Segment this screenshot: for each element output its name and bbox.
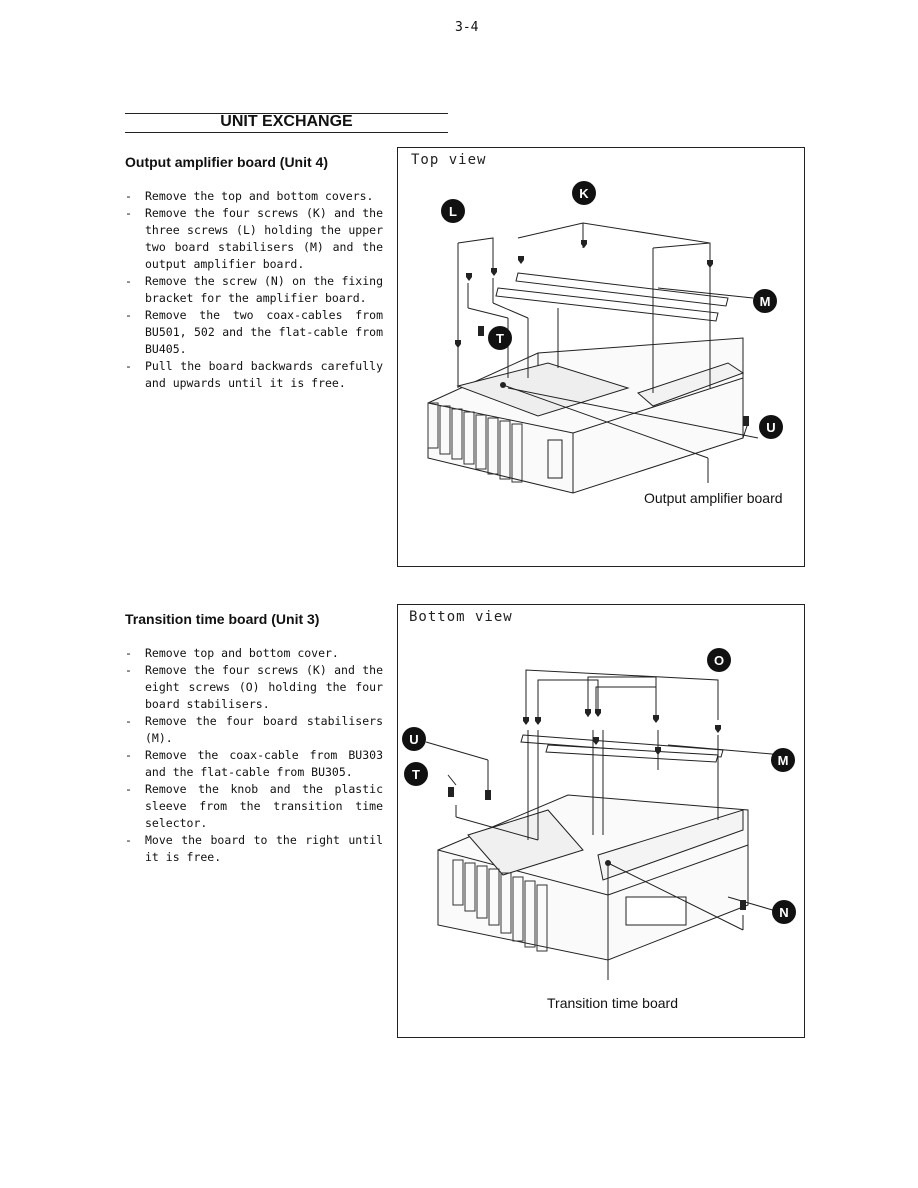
step-text: Remove the two coax-cables from BU501, 5… (145, 308, 383, 356)
top-view-illustration: K L M T U (427, 181, 783, 494)
step-text: Remove the coax-cable from BU303 and the… (145, 748, 383, 779)
step-item: -Remove the four screws (K) and the thre… (125, 205, 383, 273)
transition-board-heading: Transition time board (Unit 3) (125, 611, 320, 627)
step-text: Remove the four screws (K) and the eight… (145, 663, 383, 711)
svg-text:L: L (449, 204, 457, 219)
svg-text:M: M (760, 294, 771, 309)
step-text: Remove the four screws (K) and the three… (145, 206, 383, 271)
step-item: -Remove the four board stabilisers (M). (125, 713, 383, 747)
step-item: -Pull the board backwards carefully and … (125, 358, 383, 392)
badge-m: M (753, 289, 777, 313)
svg-text:U: U (766, 420, 775, 435)
step-item: -Remove the four screws (K) and the eigh… (125, 662, 383, 713)
bullet-dash: - (125, 274, 132, 288)
bullet-dash: - (125, 189, 132, 203)
svg-text:M: M (778, 753, 789, 768)
bottom-view-label: Bottom view (409, 609, 513, 625)
step-text: Move the board to the right until it is … (145, 833, 383, 864)
badge-k: K (572, 181, 596, 205)
bullet-dash: - (125, 714, 132, 728)
badge-o: O (707, 648, 731, 672)
step-item: -Remove the coax-cable from BU303 and th… (125, 747, 383, 781)
top-view-label: Top view (411, 152, 487, 168)
page-number: 3-4 (455, 20, 479, 35)
badge-l: L (441, 199, 465, 223)
title-rule-bottom (125, 132, 448, 133)
output-board-heading: Output amplifier board (Unit 4) (125, 154, 328, 170)
bullet-dash: - (125, 782, 132, 796)
title-rule-top (125, 113, 448, 114)
badge-m: M (771, 748, 795, 772)
bullet-dash: - (125, 308, 132, 322)
bullet-dash: - (125, 359, 132, 373)
bottom-view-illustration: O U T M N (402, 648, 796, 980)
step-item: -Move the board to the right until it is… (125, 832, 383, 866)
step-text: Remove the four board stabilisers (M). (145, 714, 383, 745)
svg-text:T: T (412, 767, 420, 782)
svg-text:K: K (579, 186, 589, 201)
output-board-caption: Output amplifier board (644, 490, 783, 506)
step-text: Remove top and bottom cover. (145, 646, 339, 660)
bullet-dash: - (125, 663, 132, 677)
step-text: Remove the screw (N) on the fixing brack… (145, 274, 383, 305)
output-board-steps: -Remove the top and bottom covers. -Remo… (125, 188, 383, 392)
transition-board-caption: Transition time board (547, 995, 678, 1011)
bullet-dash: - (125, 833, 132, 847)
badge-n: N (772, 900, 796, 924)
bullet-dash: - (125, 206, 132, 220)
step-text: Remove the top and bottom covers. (145, 189, 374, 203)
step-text: Remove the knob and the plastic sleeve f… (145, 782, 383, 830)
step-item: -Remove the top and bottom covers. (125, 188, 383, 205)
step-text: Pull the board backwards carefully and u… (145, 359, 383, 390)
bottom-view-figure: O U T M N Bottom view Transition time bo… (397, 604, 805, 1038)
svg-text:T: T (496, 331, 504, 346)
step-item: -Remove the screw (N) on the fixing brac… (125, 273, 383, 307)
top-view-figure: K L M T U Top view Output amplifier boar… (397, 147, 805, 567)
badge-u: U (402, 727, 426, 751)
badge-t: T (404, 762, 428, 786)
section-title: UNIT EXCHANGE (220, 113, 353, 130)
svg-text:O: O (714, 653, 724, 668)
svg-text:U: U (409, 732, 418, 747)
step-item: -Remove the knob and the plastic sleeve … (125, 781, 383, 832)
badge-t: T (488, 326, 512, 350)
step-item: -Remove the two coax-cables from BU501, … (125, 307, 383, 358)
step-item: -Remove top and bottom cover. (125, 645, 383, 662)
badge-u: U (759, 415, 783, 439)
bullet-dash: - (125, 748, 132, 762)
svg-text:N: N (779, 905, 788, 920)
bullet-dash: - (125, 646, 132, 660)
transition-board-steps: -Remove top and bottom cover. -Remove th… (125, 645, 383, 866)
